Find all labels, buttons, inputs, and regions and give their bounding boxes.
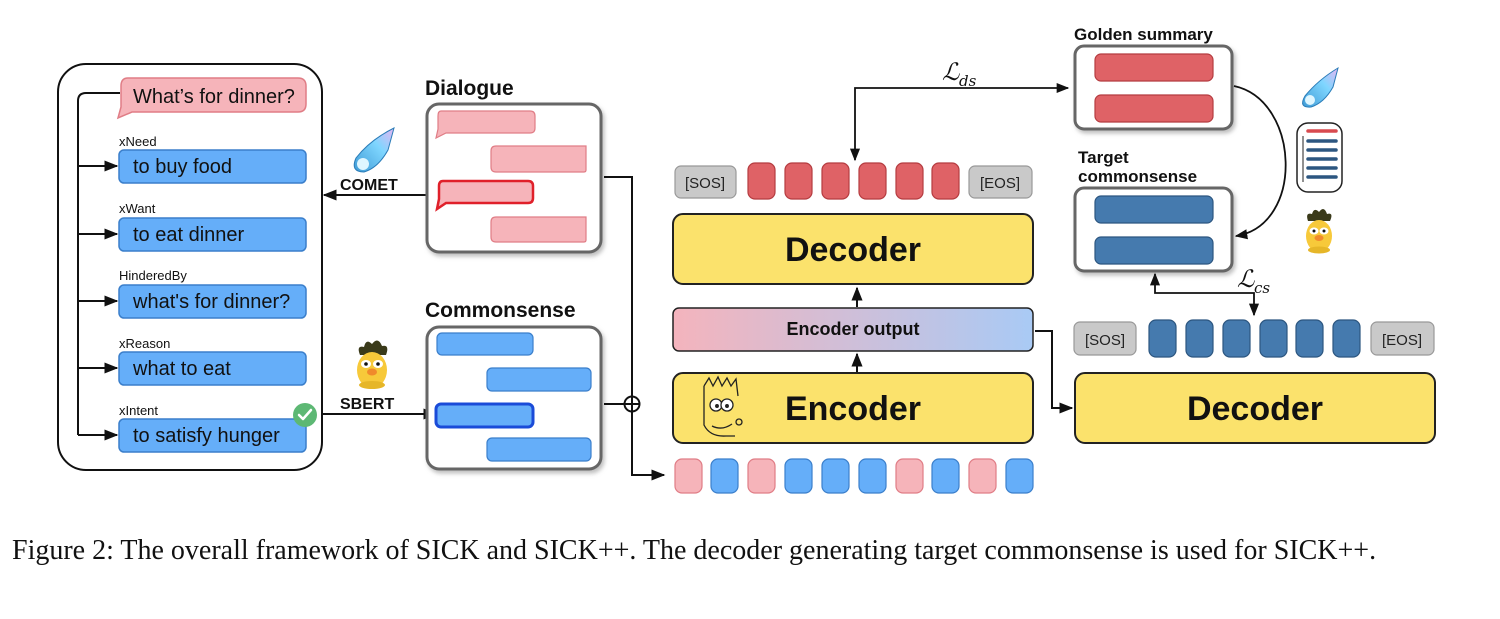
relation-text-xintent: to satisfy hunger bbox=[133, 425, 280, 447]
golden-summary-title: Golden summary bbox=[1074, 25, 1213, 44]
dialogue-panel bbox=[425, 102, 603, 254]
query-utterance-bubble: What’s for dinner? bbox=[116, 77, 307, 120]
relation-text-hinderedby: what's for dinner? bbox=[132, 291, 290, 313]
figure-caption: Figure 2: The overall framework of SICK … bbox=[12, 535, 1377, 566]
summary-decoder-block bbox=[672, 213, 1034, 285]
golden-summary-line bbox=[1094, 94, 1214, 123]
commonsense-panel bbox=[425, 325, 603, 471]
sbert-icon-right bbox=[1306, 208, 1332, 254]
encoder-to-commonsense-decoder-arrow bbox=[1035, 330, 1074, 414]
commonsense-sos-token: [SOS] bbox=[1085, 332, 1125, 349]
encoder-output-label: Encoder output bbox=[787, 319, 920, 339]
commonsense-decoder-block bbox=[1074, 372, 1436, 444]
relation-text-xreason: what to eat bbox=[132, 358, 231, 380]
dialogue-title: Dialogue bbox=[425, 77, 514, 100]
relation-box-xneed bbox=[118, 149, 307, 184]
input-token-sequence bbox=[674, 458, 1034, 494]
summary-decoder-label: Decoder bbox=[785, 231, 921, 269]
selected-check-icon bbox=[293, 403, 317, 427]
relation-label-xreason: xReason bbox=[119, 336, 170, 351]
relation-text-xwant: to eat dinner bbox=[133, 224, 245, 246]
framework-diagram: What’s for dinner? xNeed to buy food xWa… bbox=[57, 25, 1436, 494]
summary-sos-token: [SOS] bbox=[685, 175, 725, 192]
commonsense-list-icon bbox=[1296, 122, 1343, 193]
loss-ds-symbol: ℒ bbox=[942, 58, 960, 86]
relation-text-xneed: to buy food bbox=[133, 156, 232, 178]
relation-box-xintent bbox=[118, 418, 307, 453]
concat-arrow bbox=[604, 176, 666, 481]
summary-output-tokens bbox=[674, 162, 1033, 200]
relation-box-xwant bbox=[118, 217, 307, 252]
commonsense-decoder-label: Decoder bbox=[1187, 390, 1323, 428]
relation-label-hinderedby: HinderedBy bbox=[119, 268, 187, 283]
target-commonsense-title-1: Target bbox=[1078, 148, 1129, 167]
target-commonsense-title-2: commonsense bbox=[1078, 167, 1197, 186]
encoder-output-bar bbox=[672, 307, 1034, 352]
sbert-label: SBERT bbox=[340, 396, 394, 413]
query-text: What’s for dinner? bbox=[133, 86, 295, 108]
commonsense-eos-token: [EOS] bbox=[1382, 332, 1422, 349]
dialogue-utterances bbox=[435, 110, 587, 243]
loss-cs-symbol: ℒ bbox=[1237, 265, 1255, 293]
relation-box-hinderedby bbox=[118, 284, 307, 319]
commonsense-items bbox=[434, 332, 592, 462]
comet-icon bbox=[353, 127, 395, 173]
summary-eos-token: [EOS] bbox=[980, 175, 1020, 192]
encoder-label: Encoder bbox=[785, 390, 921, 428]
target-commonsense-line bbox=[1094, 195, 1214, 224]
comet-inference-panel bbox=[57, 63, 323, 471]
golden-summary-line bbox=[1094, 53, 1214, 82]
relation-label-xintent: xIntent bbox=[119, 403, 158, 418]
loss-cs-arrow bbox=[1149, 272, 1260, 317]
bart-icon bbox=[703, 375, 743, 437]
relation-label-xneed: xNeed bbox=[119, 134, 157, 149]
sbert-icon bbox=[357, 340, 388, 389]
relation-label-xwant: xWant bbox=[119, 201, 156, 216]
comet-icon-right bbox=[1302, 66, 1339, 108]
loss-ds-arrow bbox=[849, 82, 1070, 162]
loss-cs-subscript: cs bbox=[1254, 279, 1270, 297]
comet-label: COMET bbox=[340, 177, 398, 194]
relation-box-xreason bbox=[118, 351, 307, 386]
commonsense-title: Commonsense bbox=[425, 299, 576, 322]
loss-ds-subscript: ds bbox=[959, 72, 977, 90]
concat-icon bbox=[623, 395, 641, 413]
commonsense-output-tokens bbox=[1073, 319, 1435, 358]
target-commonsense-line bbox=[1094, 236, 1214, 265]
summary-to-commonsense-arrow bbox=[1233, 85, 1287, 240]
encoder-block bbox=[672, 372, 1034, 444]
